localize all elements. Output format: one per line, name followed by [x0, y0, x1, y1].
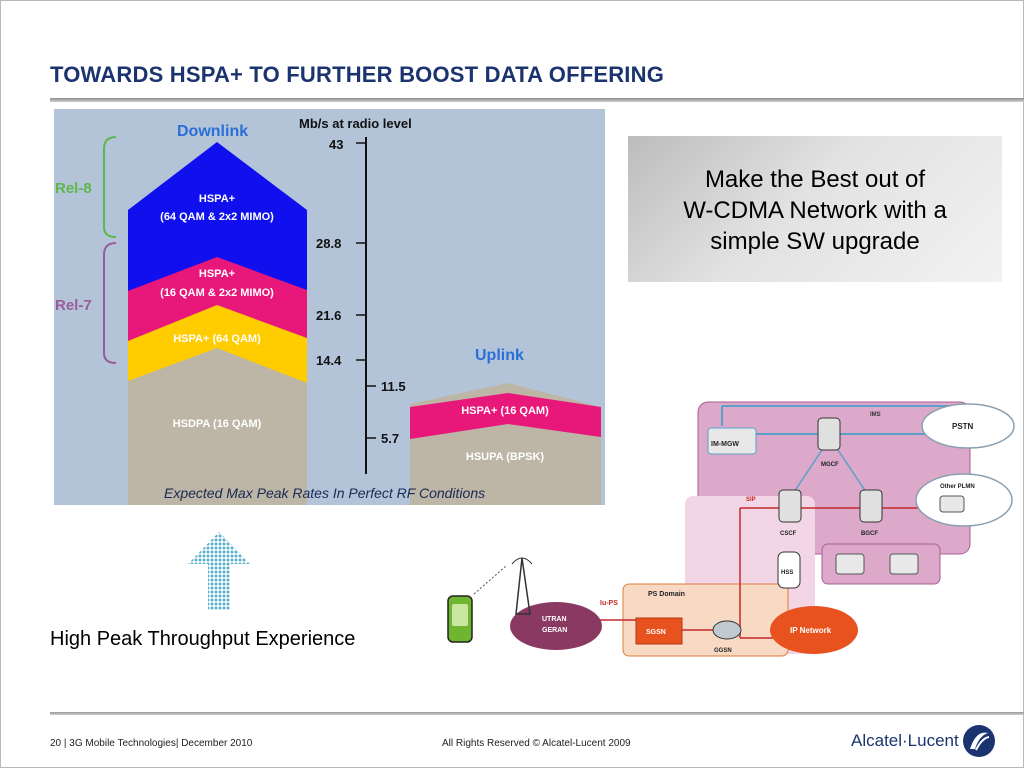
sgsn-label: SGSN — [646, 629, 666, 636]
hspa-mimo-64qam-band — [128, 142, 307, 291]
ims-label: IMS — [870, 412, 881, 418]
ip-network-cloud-icon — [770, 606, 858, 654]
utran-geran-cloud-icon — [510, 602, 602, 650]
upgrade-callout: Make the Best out of W-CDMA Network with… — [628, 136, 1002, 282]
tick-label-43: 43 — [329, 137, 343, 152]
phone-screen — [452, 604, 468, 626]
title-rule — [50, 98, 1024, 102]
brand-name: Alcatel·Lucent — [851, 731, 959, 750]
ggsn-router-icon — [712, 620, 742, 640]
ul-16qam-label: HSPA+ (16 QAM) — [461, 405, 549, 417]
mgcf-server-icon — [817, 417, 841, 451]
hsupa-label: HSUPA (BPSK) — [466, 451, 545, 463]
im-mgw-node — [707, 427, 757, 455]
footer-copyright: All Rights Reserved © Alcatel-Lucent 200… — [442, 738, 631, 749]
callout-text: Make the Best out of W-CDMA Network with… — [628, 164, 1002, 257]
mimo64-label-line2: (64 QAM & 2x2 MIMO) — [160, 211, 274, 223]
ims-server-a-icon — [835, 553, 865, 575]
pstn-cloud-icon — [921, 403, 1015, 449]
peak-rates-figure: Mb/s at radio level 43 28.8 21.6 14.4 11… — [54, 109, 605, 505]
sgsn-node — [635, 617, 683, 645]
hss-database-icon — [777, 551, 801, 589]
im-mgw-label: IM-MGW — [711, 441, 739, 448]
rel8-label: Rel-8 — [55, 180, 92, 197]
iu-ps-label: Iu-PS — [600, 600, 618, 607]
hsdpa-label: HSDPA (16 QAM) — [173, 418, 262, 430]
mgcf-label: MGCF — [821, 462, 839, 468]
brand-logo-icon — [963, 725, 995, 757]
callout-line-2: W-CDMA Network with a — [683, 197, 947, 224]
antenna-tower-icon — [515, 557, 531, 615]
rel7-bracket — [103, 242, 117, 364]
ps-domain-label: PS Domain — [648, 591, 685, 598]
rel7-label: Rel-7 — [55, 297, 92, 314]
callout-line-3: simple SW upgrade — [710, 228, 920, 255]
network-architecture-diagram: IMS PS Domain IM-MGW MGCF CSCF BGCF SIP … — [447, 401, 1015, 657]
plmn-server-icon — [939, 495, 965, 513]
radio-link — [473, 565, 507, 595]
cscf-label: CSCF — [780, 531, 797, 537]
slide-title: TOWARDS HSPA+ TO FURTHER BOOST DATA OFFE… — [50, 62, 665, 87]
rel8-bracket — [103, 136, 117, 238]
ims-server-b-icon — [889, 553, 919, 575]
mimo16-label-line1: HSPA+ — [199, 268, 235, 280]
tick-label-21-6: 21.6 — [316, 308, 341, 323]
geran-label: GERAN — [542, 627, 567, 634]
bgcf-server-icon — [859, 489, 883, 523]
footer-page-info: 20 | 3G Mobile Technologies| December 20… — [50, 738, 253, 749]
peak-throughput-caption: High Peak Throughput Experience — [50, 628, 356, 650]
footer-rule — [50, 712, 1024, 715]
cscf-server-icon — [778, 489, 802, 523]
pstn-label: PSTN — [952, 422, 974, 431]
hss-label: HSS — [781, 570, 793, 576]
tick-label-5-7: 5.7 — [381, 431, 399, 446]
antenna-waves-icon — [511, 557, 533, 565]
ip-network-label: IP Network — [790, 626, 832, 635]
ggsn-label: GGSN — [714, 648, 732, 654]
utran-label: UTRAN — [542, 616, 567, 623]
dotted-up-arrow-icon — [188, 532, 250, 610]
tick-label-14-4: 14.4 — [316, 353, 342, 368]
arrow-shape — [188, 532, 250, 610]
uplink-label: Uplink — [475, 347, 524, 364]
axis-label: Mb/s at radio level — [299, 116, 412, 131]
mimo16-label-line2: (16 QAM & 2x2 MIMO) — [160, 287, 274, 299]
tick-label-11-5: 11.5 — [381, 379, 406, 394]
hspa-uplink-16qam-band — [410, 393, 601, 439]
rates-caption: Expected Max Peak Rates In Perfect RF Co… — [164, 485, 485, 501]
sip-label: SIP — [746, 497, 756, 503]
other-plmn-label: Other PLMN — [940, 484, 975, 490]
qam64-label: HSPA+ (64 QAM) — [173, 333, 261, 345]
brand-logo: Alcatel·Lucent — [846, 724, 996, 758]
bgcf-label: BGCF — [861, 531, 878, 537]
downlink-label: Downlink — [177, 123, 248, 140]
tick-label-28-8: 28.8 — [316, 236, 341, 251]
callout-line-1: Make the Best out of — [704, 166, 926, 193]
hsdpa-16qam-band — [128, 328, 307, 505]
mimo64-label-line1: HSPA+ — [199, 193, 235, 205]
